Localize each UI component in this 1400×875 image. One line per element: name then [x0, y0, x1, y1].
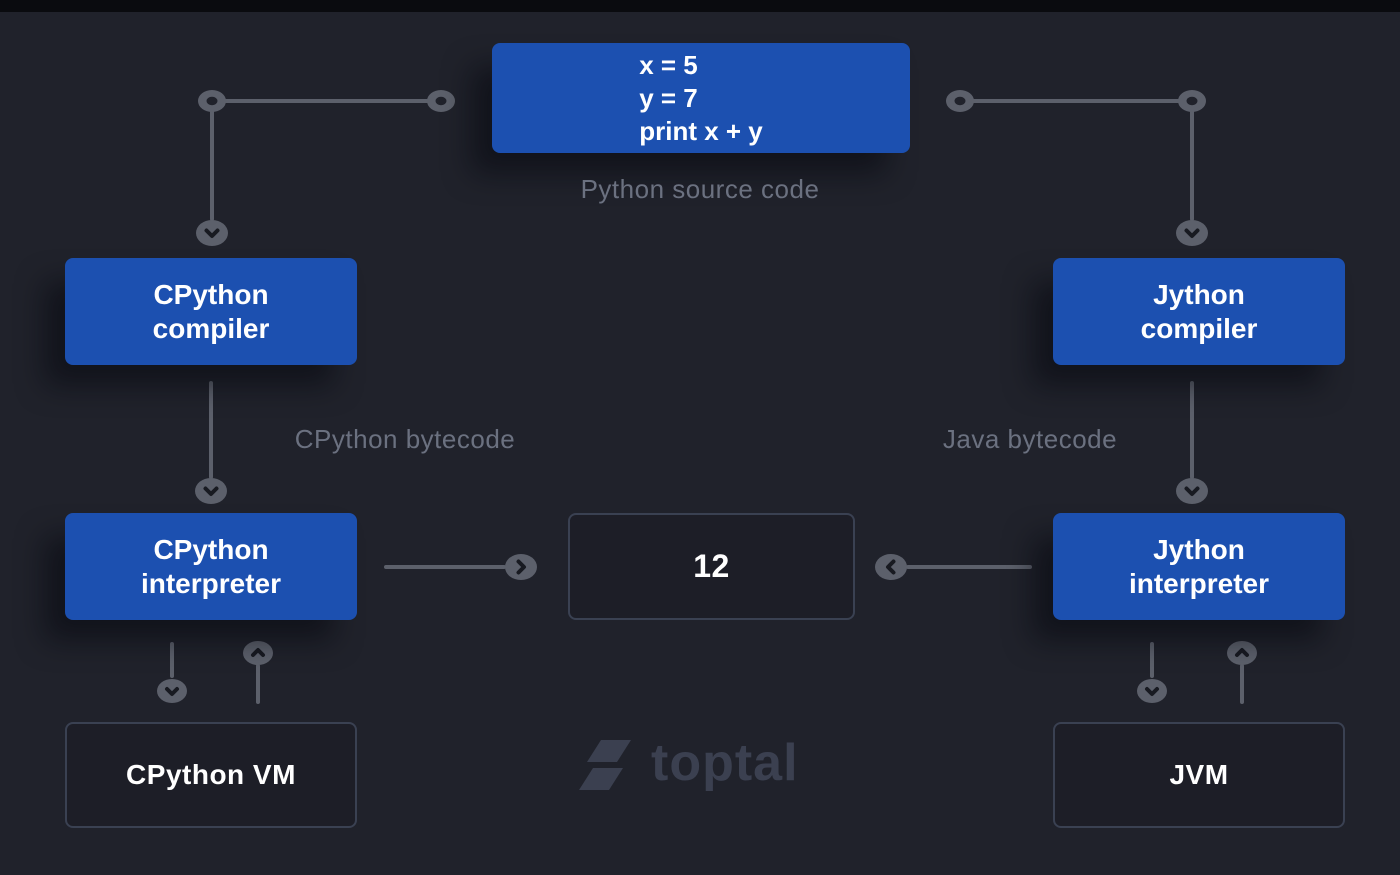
node-jython-interpreter: Jython interpreter	[1053, 513, 1345, 620]
top-letterbox-bar	[0, 0, 1400, 12]
node-cpython-compiler: CPython compiler	[65, 258, 357, 365]
node-jython-compiler: Jython compiler	[1053, 258, 1345, 365]
caption-java-bytecode: Java bytecode	[942, 424, 1118, 454]
arrow-down-icon	[157, 679, 187, 703]
node-python-source: x = 5 y = 7 print x + y	[492, 43, 910, 153]
arrow-up-icon	[243, 641, 273, 665]
node-jvm: JVM	[1053, 722, 1345, 828]
arrow-right-icon	[505, 554, 537, 580]
watermark-text: toptal	[651, 734, 799, 792]
source-code-text: x = 5 y = 7 print x + y	[639, 49, 763, 146]
result-value: 12	[693, 548, 730, 584]
arrow-up-icon	[1227, 641, 1257, 665]
arrow-down-icon	[195, 478, 227, 504]
node-result: 12	[568, 513, 855, 620]
arrow-down-icon	[1176, 220, 1208, 246]
watermark: toptal	[575, 736, 799, 796]
node-cpython-vm: CPython VM	[65, 722, 357, 828]
caption-cpython-bytecode: CPython bytecode	[294, 424, 516, 454]
arrow-down-icon	[196, 220, 228, 246]
node-cpython-interpreter: CPython interpreter	[65, 513, 357, 620]
toptal-logo-icon	[579, 740, 631, 790]
arrow-down-icon	[1176, 478, 1208, 504]
arrow-left-icon	[875, 554, 907, 580]
arrow-down-icon	[1137, 679, 1167, 703]
caption-python-source: Python source code	[580, 174, 820, 204]
